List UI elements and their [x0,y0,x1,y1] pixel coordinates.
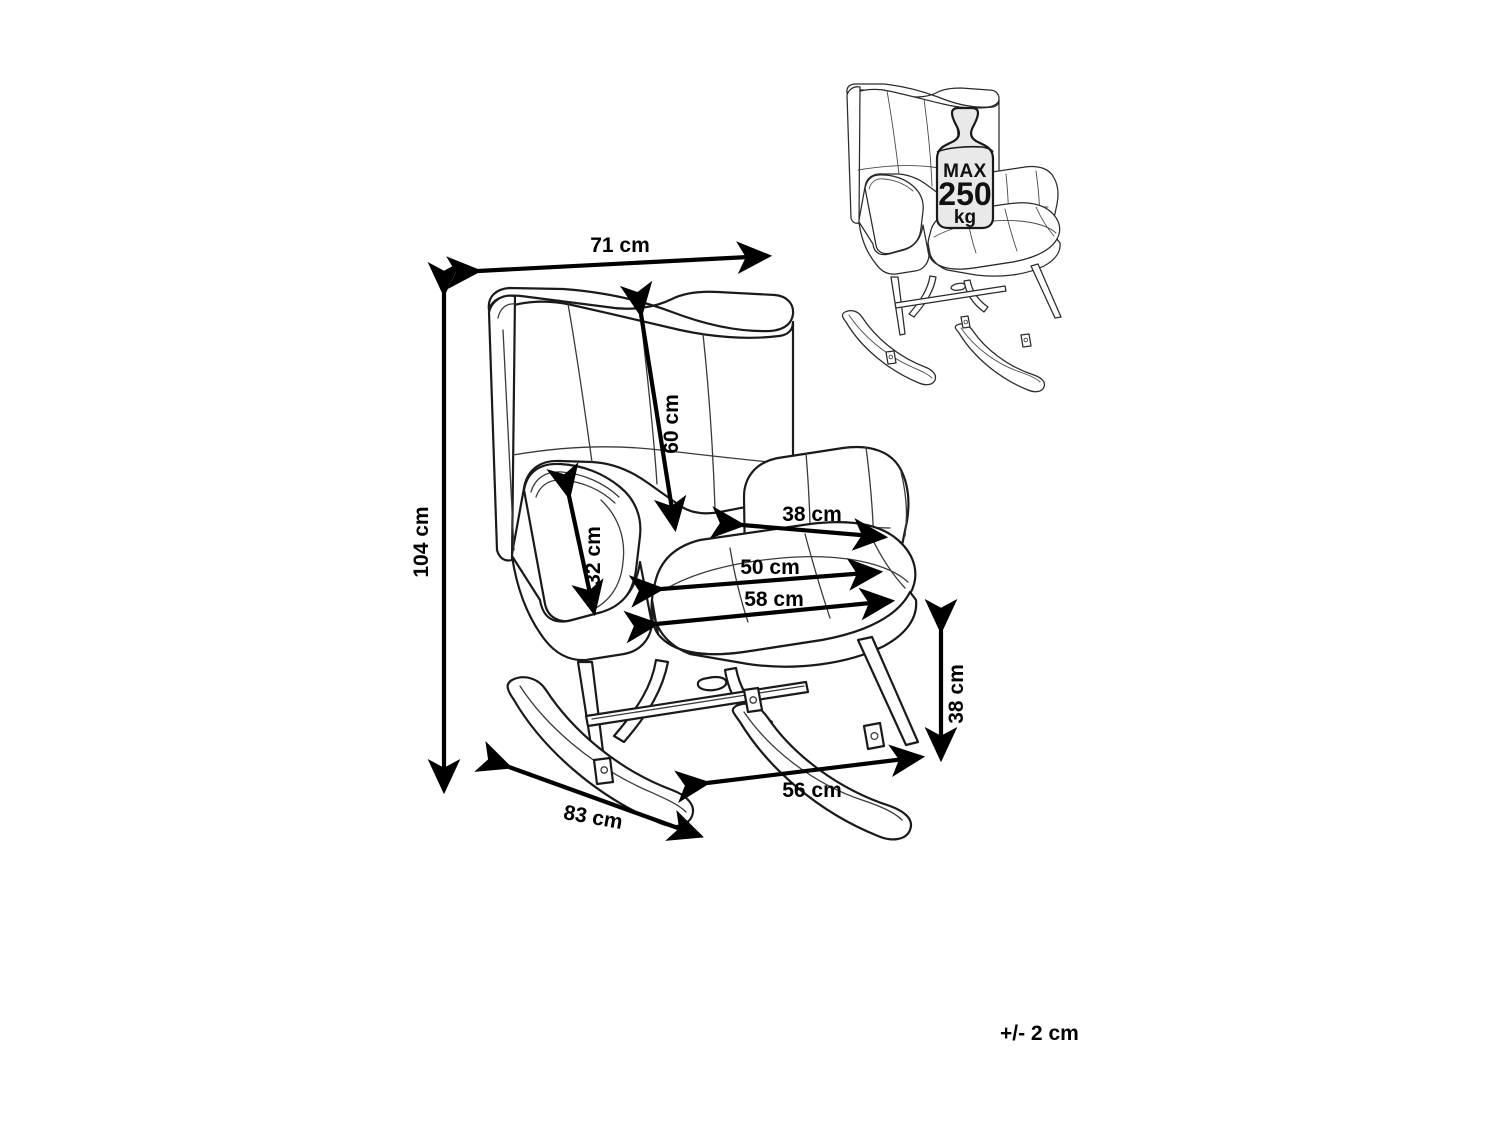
inset-seat-seam-v2 [1004,208,1018,252]
dimension-seat-depth: 38 cm [709,503,889,551]
badge-unit: kg [954,207,976,228]
backrest-seam-3 [702,333,716,509]
dimension-height-total: 104 cm [410,261,461,795]
dimension-label-104: 104 cm [410,506,433,577]
chair-back-left-edge [487,294,517,562]
inset-left-armrest-piping [868,178,914,192]
dimension-rocker-spacing: 56 cm [674,744,926,804]
inset-rocker-front [841,310,937,386]
dimension-seat-width-outer: 58 cm [623,587,896,644]
inset-seat-seam-v3 [1035,206,1055,237]
dimension-arrow-32 [546,462,604,617]
main-chair-illustration [487,286,920,841]
chair-cross-stretcher [584,680,810,728]
stretcher-seam [591,685,805,720]
dimension-arrow-71 [446,241,773,289]
dimension-arrow-58 [623,587,896,644]
tolerance-note: +/- 2 cm [1000,1022,1079,1045]
inset-bracket-hole-2 [963,319,969,325]
chair-back-left-piping [497,303,516,319]
dimension-arrow-56 [674,744,926,804]
dimension-label-60: 60 cm [660,394,683,454]
badge-max-label: MAX [943,161,987,182]
dimension-label-50: 50 cm [740,556,800,579]
inset-leg-rear-left [908,275,937,318]
left-armrest-inner-seam [591,499,625,611]
dimension-arrow-60 [619,280,687,533]
inset-chair-illustration [841,83,1062,393]
inset-seat-apron [927,238,1061,277]
inset-backrest-seam-2 [923,98,933,187]
inset-left-side-panel [858,221,930,275]
chair-seat-apron [650,590,918,668]
rocker-bracket-hole-3 [870,732,879,740]
stretcher-bracket [696,675,728,692]
badge-value: 250 [938,176,991,212]
inset-bracket-3 [1020,333,1032,348]
dimension-arrow-38-depth [709,506,889,551]
chair-leg-rear-left [612,658,670,744]
right-armrest-outer-piping [900,471,908,537]
dimension-seat-height: 38 cm [924,598,968,763]
dimension-label-32: 32 cm [582,526,605,586]
dimension-label-38-depth: 38 cm [782,503,842,526]
weight-icon-collar [936,145,994,153]
dimension-backrest-height: 60 cm [619,280,687,533]
inset-bracket-1 [885,350,897,365]
rocker-bracket-rear-right [862,721,886,751]
inset-bracket-2 [960,315,971,329]
rocker-bracket-rear-left [742,686,764,714]
dimension-arrow-83 [474,741,704,841]
max-load-badge: MAX 250 kg [935,106,995,230]
rocker-runner-front [506,676,695,828]
weight-icon [935,106,995,230]
inset-left-armrest [864,174,924,255]
inset-rocker-rear [954,323,1046,393]
rocker-bracket-hole-2 [749,696,758,704]
inset-bracket-hole-3 [1023,337,1029,343]
dimension-armrest-height: 32 cm [546,462,605,617]
inset-rocker-front-seam [848,314,933,379]
inset-back-left-edge [846,86,861,224]
dimension-width-total: 71 cm [446,234,773,289]
dimension-arrow-50 [628,558,884,608]
inset-stretcher-bracket [950,282,966,292]
rocker-bracket-front-left [592,756,615,786]
dimension-label-38-height: 38 cm [945,664,968,724]
dimension-seat-width-inner: 50 cm [628,556,884,608]
dimension-label-71: 71 cm [590,234,650,257]
chair-back-left-piping-2 [502,329,515,551]
inset-rocker-rear-seam [960,327,1041,383]
inset-cross-stretcher [894,285,1007,309]
rocker-runner-rear [731,702,913,841]
dimension-label-56: 56 cm [782,779,842,802]
inset-leg-front-right [1030,263,1062,319]
inset-backrest-seam-1 [886,90,900,175]
inset-bracket-hole-1 [888,354,894,360]
dimension-label-58: 58 cm [744,588,804,611]
